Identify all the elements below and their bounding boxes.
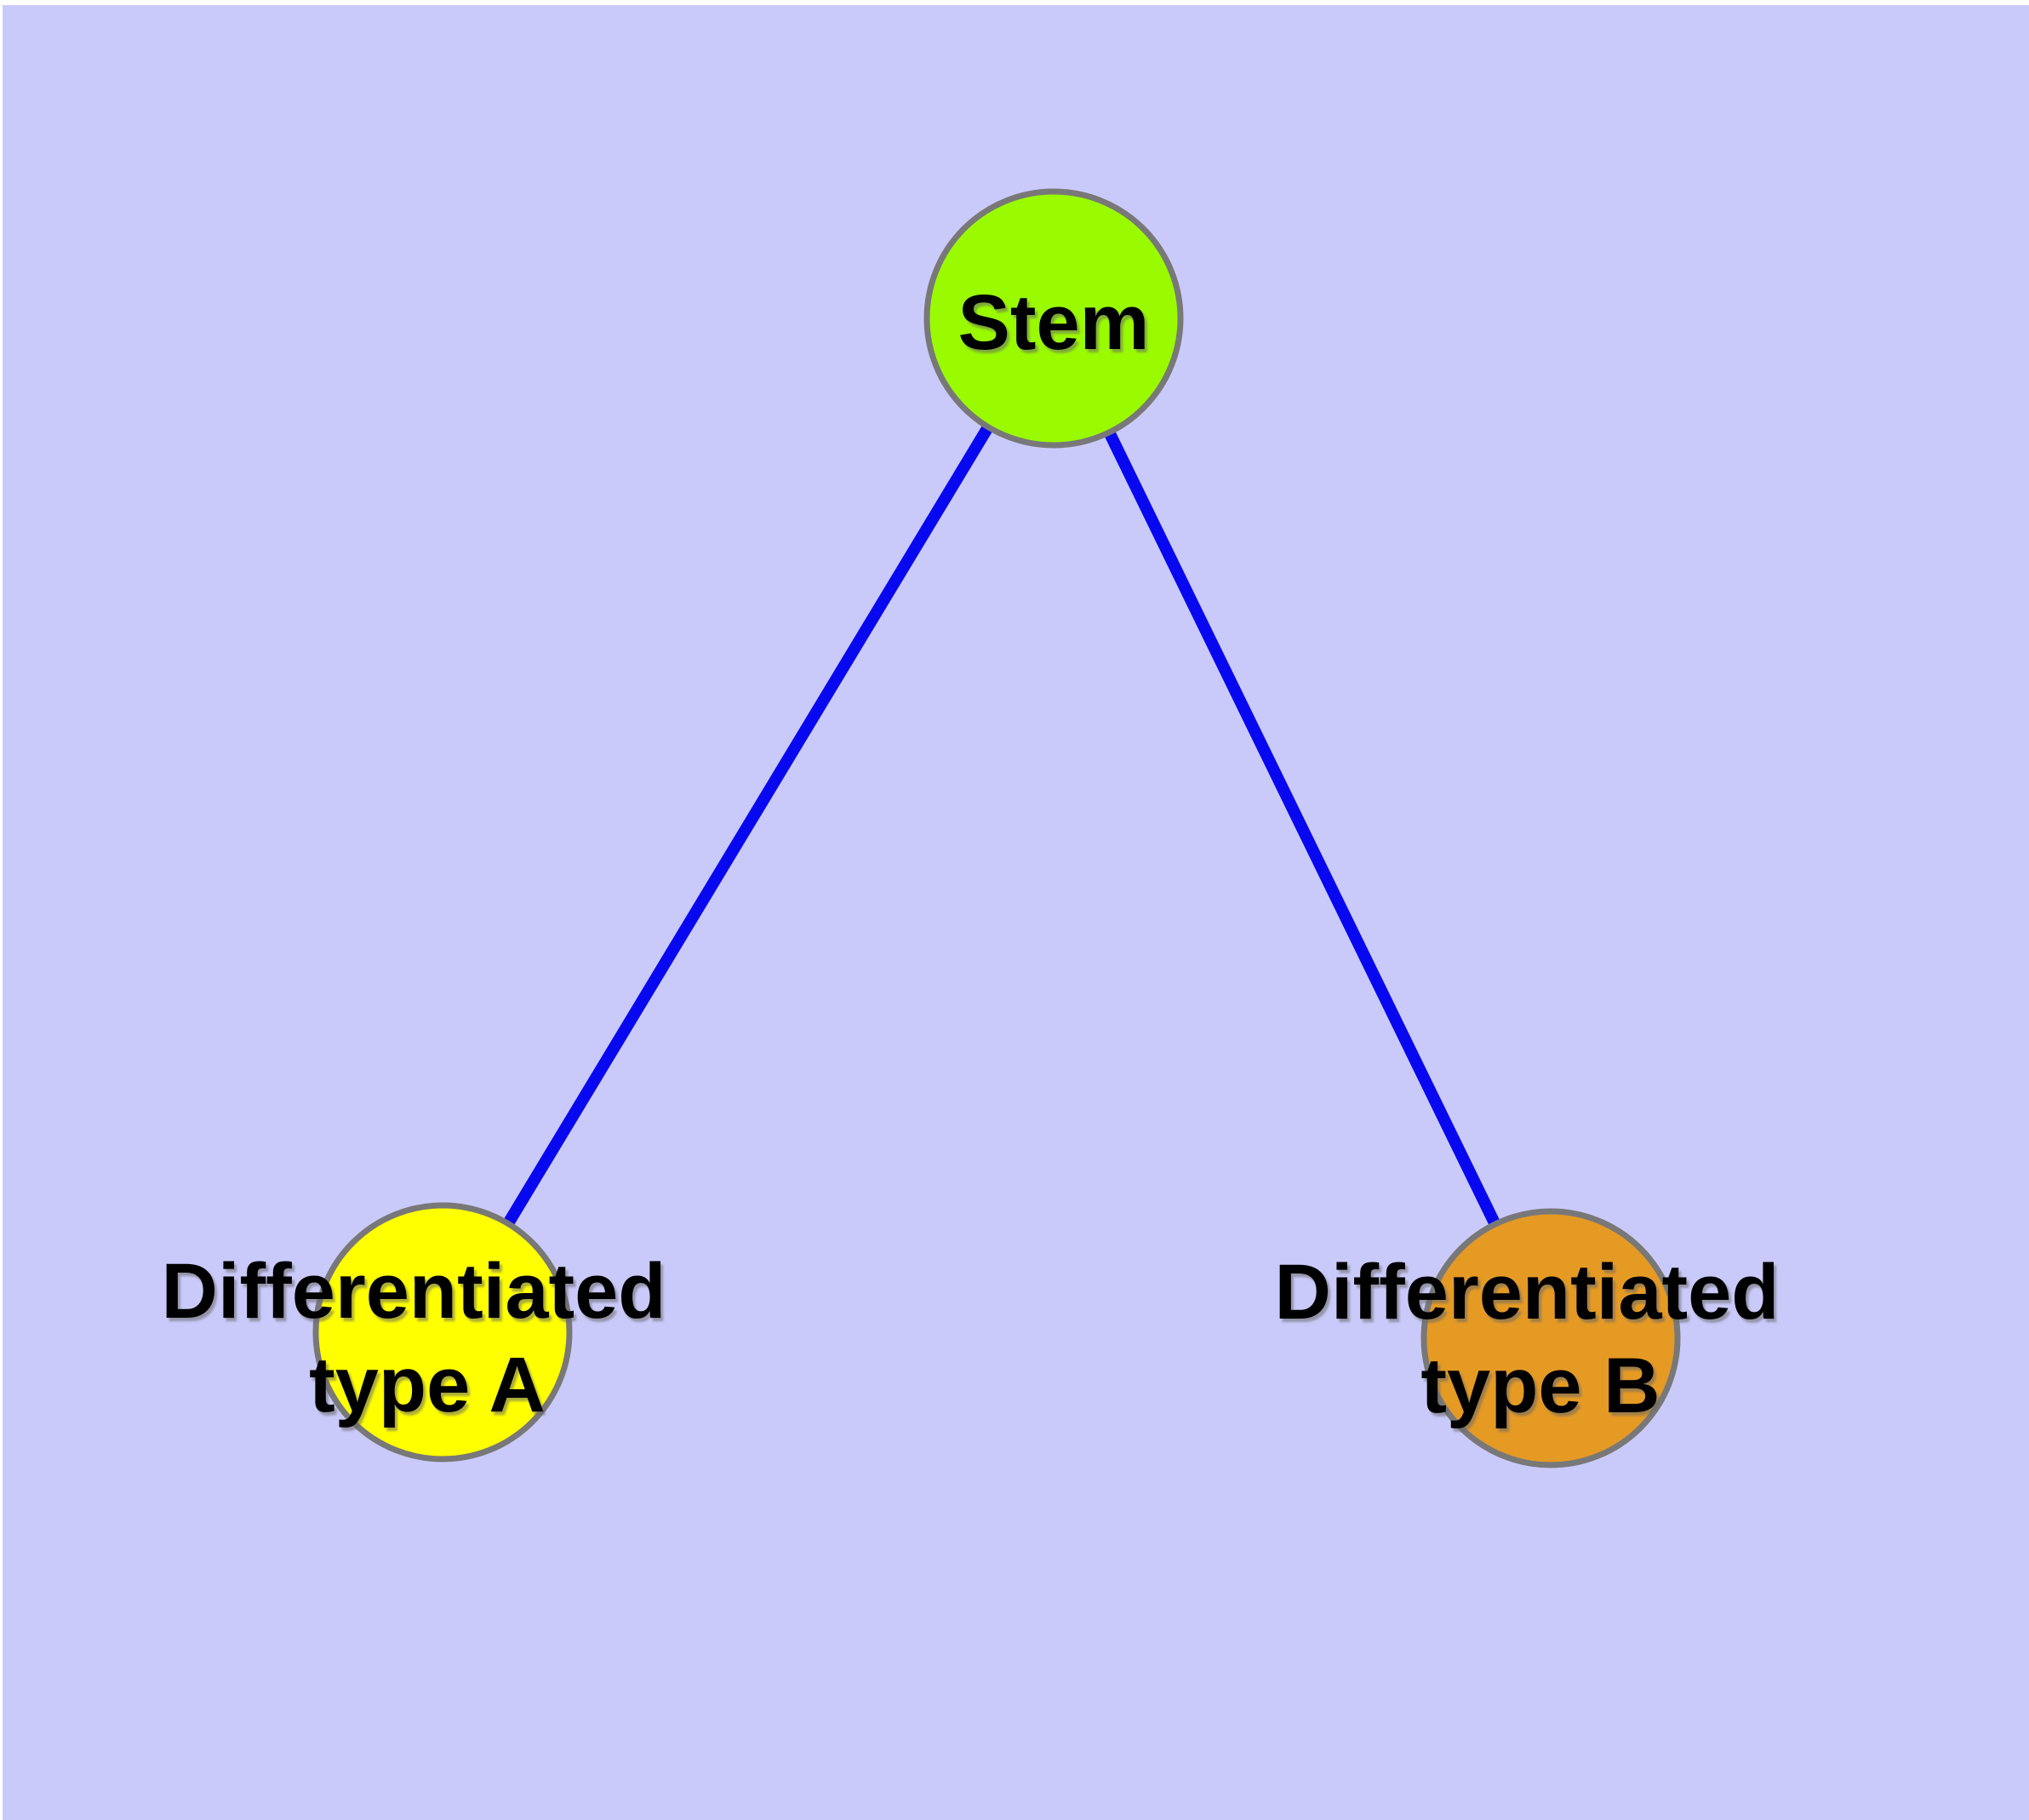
edge-stem-to-type-a xyxy=(437,315,1059,1336)
type-a-node-label-line1: Differentiated xyxy=(162,1248,666,1335)
type-a-node-label-line2: type A xyxy=(309,1342,546,1428)
type-b-node-circle xyxy=(1420,1208,1681,1468)
type-a-node-circle xyxy=(312,1202,573,1462)
type-b-node: Differentiated type B xyxy=(1275,1208,1780,1468)
stem-node-circle xyxy=(923,188,1184,449)
type-a-node: Differentiated type A xyxy=(162,1202,666,1462)
stem-node: Stem xyxy=(923,188,1184,449)
type-b-node-label-line2: type B xyxy=(1420,1342,1660,1429)
stem-node-label: Stem xyxy=(958,279,1150,366)
type-b-node-label-line1: Differentiated xyxy=(1275,1249,1780,1336)
edge-stem-to-type-b xyxy=(1048,315,1557,1342)
